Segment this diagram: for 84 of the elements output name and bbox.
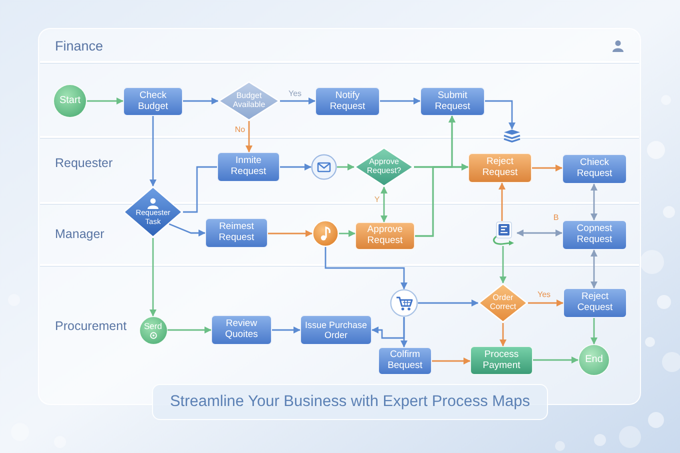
box-label: Process Payment xyxy=(482,350,520,372)
process-box xyxy=(123,87,183,116)
diamond-label: Approve Request? xyxy=(366,158,402,176)
decision-diamond xyxy=(123,186,183,238)
lane-label: Manager xyxy=(55,227,104,241)
connector-line xyxy=(183,166,217,213)
cart-icon xyxy=(390,289,418,317)
lane-label: Requester xyxy=(55,156,113,170)
lane-label: Procurement xyxy=(55,319,127,333)
arrow xyxy=(372,317,405,339)
diamond-label: Budget Available xyxy=(232,92,266,110)
diamond-label: Order Correct xyxy=(490,294,516,312)
arrow xyxy=(246,121,252,152)
arrow xyxy=(485,100,516,130)
box-label: Reimest Request xyxy=(218,222,254,244)
arrow xyxy=(280,98,316,104)
process-box xyxy=(355,222,415,250)
arrow xyxy=(324,247,408,290)
box-label: Chieck Request xyxy=(576,158,612,180)
arrow xyxy=(500,323,506,346)
box-label: Approve Request xyxy=(367,225,403,247)
process-box xyxy=(562,154,627,184)
arrow xyxy=(272,326,300,334)
process-box xyxy=(563,288,627,318)
process-box xyxy=(300,315,372,345)
process-box xyxy=(378,347,432,375)
arrow xyxy=(432,358,470,364)
process-box xyxy=(468,153,532,183)
arrow xyxy=(339,230,356,237)
edge-label: No xyxy=(234,126,246,134)
arrow xyxy=(500,246,506,284)
double-arrow xyxy=(380,186,388,222)
double-arrow xyxy=(590,184,598,220)
lane-label: Finance xyxy=(55,38,104,54)
process-box xyxy=(205,218,268,248)
double-arrow xyxy=(516,230,562,236)
arrow xyxy=(498,182,506,221)
box-label: Issue Purchase Order xyxy=(304,320,368,340)
decision-diamond xyxy=(354,147,414,187)
process-box xyxy=(217,152,280,182)
box-label: Review Quoites xyxy=(225,319,258,341)
arrow xyxy=(533,356,578,364)
arrow xyxy=(280,164,312,170)
process-box xyxy=(315,87,380,116)
box-label: Colfirm Bequest xyxy=(388,350,422,372)
arrow xyxy=(380,98,420,104)
arrow xyxy=(183,98,218,104)
music-note-icon xyxy=(312,220,339,247)
title-text: Streamline Your Business with Expert Process Maps xyxy=(170,393,530,411)
process-box xyxy=(470,346,533,375)
arrow xyxy=(532,164,562,172)
mail-icon xyxy=(311,154,337,180)
layers-icon xyxy=(503,129,521,143)
arrow xyxy=(528,300,564,306)
edge-label: Y xyxy=(374,196,380,204)
arrow xyxy=(418,300,478,306)
arrow xyxy=(168,223,206,236)
box-label: Inmite Request xyxy=(230,156,266,178)
circle-label: Serd xyxy=(144,322,162,332)
process-box xyxy=(420,87,485,116)
box-label: Copnest Request xyxy=(576,224,612,246)
arrow xyxy=(337,164,354,170)
box-label: Check Budget xyxy=(138,90,168,112)
box-label: Reject Cequest xyxy=(577,292,613,314)
arrow xyxy=(415,116,456,237)
arrow xyxy=(168,326,212,334)
circle-label: End xyxy=(585,354,603,366)
box-label: Notify Request xyxy=(330,90,366,112)
process-box xyxy=(211,315,272,345)
process-box xyxy=(562,220,627,250)
circle-label: Start xyxy=(59,95,81,107)
edge-label: Yes xyxy=(288,90,302,98)
decision-diamond xyxy=(218,81,280,121)
box-label: Submit Request xyxy=(434,90,470,112)
edge-label: Yes xyxy=(537,291,551,299)
box-label: Reject Request xyxy=(482,157,518,179)
arrow xyxy=(150,116,156,186)
arrow xyxy=(87,98,124,104)
arrow xyxy=(268,230,312,237)
arrow xyxy=(150,238,156,316)
decision-diamond xyxy=(478,283,528,323)
arrow xyxy=(590,318,598,344)
edge-label: B xyxy=(553,214,559,222)
double-arrow xyxy=(590,250,598,288)
